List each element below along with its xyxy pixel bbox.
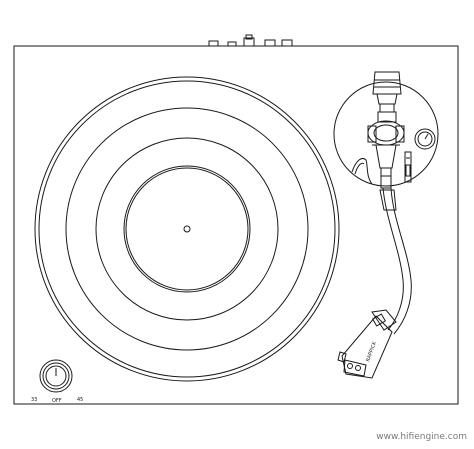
- rear-connectors: [208, 34, 293, 47]
- tonearm-base-plate: [333, 81, 439, 187]
- speed-knob-ring[interactable]: [42, 362, 70, 390]
- watermark-text: www.hifiengine.com: [376, 432, 467, 442]
- platter: [34, 76, 340, 382]
- speed-knob-inner[interactable]: [45, 365, 67, 387]
- headshell-brand-text: RAPPICK: [365, 340, 378, 362]
- platter-outer-rim: [34, 76, 340, 382]
- tonearm-base: [333, 81, 439, 187]
- plinth: [13, 45, 459, 405]
- counterweight[interactable]: [372, 71, 402, 113]
- speed-label-45: 45: [77, 397, 83, 403]
- anti-skate-dial[interactable]: [414, 128, 436, 150]
- tonearm-pivot: [367, 111, 405, 189]
- spindle: [183, 225, 191, 233]
- record-label-inner: [125, 167, 249, 291]
- platter-edge: [38, 80, 336, 378]
- speed-knob-outer[interactable]: [39, 359, 73, 393]
- platter-mat-inner: [95, 137, 279, 321]
- record-label: [123, 165, 251, 293]
- headshell[interactable]: [337, 309, 397, 379]
- cue-lever[interactable]: [404, 151, 412, 183]
- platter-mat-outer: [65, 107, 309, 351]
- tonearm[interactable]: [379, 187, 412, 335]
- speed-label-off: OFF: [52, 398, 62, 404]
- speed-label-33: 33: [31, 397, 37, 403]
- speed-selector[interactable]: [39, 359, 73, 393]
- arm-rest: [351, 158, 373, 185]
